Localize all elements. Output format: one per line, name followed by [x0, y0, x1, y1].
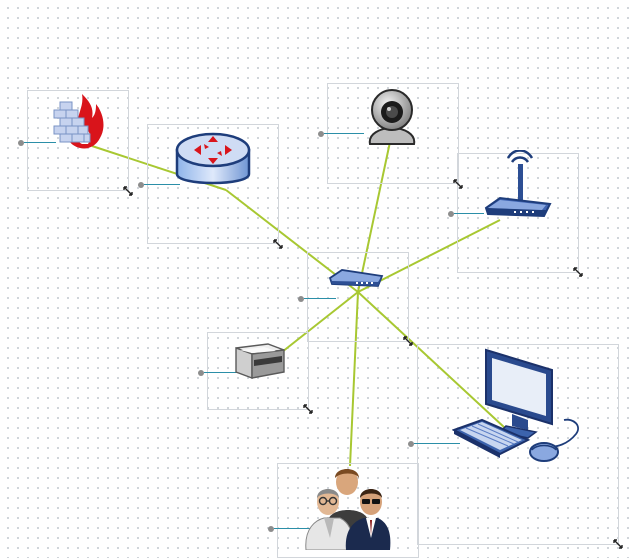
- router-stem: [144, 184, 180, 185]
- user-group-icon: [305, 469, 391, 550]
- firewall-node[interactable]: [27, 90, 129, 191]
- router-icon: [175, 132, 251, 185]
- users-stem: [274, 528, 310, 529]
- switch-resize-handle[interactable]: [402, 335, 414, 347]
- wireless-ap-anchor[interactable]: [448, 211, 454, 217]
- wireless-access-point-icon: [484, 150, 552, 218]
- desktop-computer-icon: [452, 348, 579, 462]
- webcam-icon: [368, 89, 416, 145]
- printer-resize-handle[interactable]: [302, 403, 314, 415]
- link-users-switch[interactable]: [349, 291, 359, 467]
- wireless-ap-resize-handle[interactable]: [572, 266, 584, 278]
- router-resize-handle[interactable]: [272, 238, 284, 250]
- link-webcam-switch[interactable]: [357, 141, 391, 293]
- workstation-node[interactable]: [417, 344, 619, 545]
- printer-anchor[interactable]: [198, 370, 204, 376]
- link-wireless-ap-switch[interactable]: [357, 219, 501, 293]
- printer-node[interactable]: [207, 332, 309, 410]
- webcam-anchor[interactable]: [318, 131, 324, 137]
- wireless-ap-stem: [454, 213, 484, 214]
- firewall-stem: [24, 142, 56, 143]
- workstation-anchor[interactable]: [408, 441, 414, 447]
- router-anchor[interactable]: [138, 182, 144, 188]
- link-workstation-switch[interactable]: [357, 291, 506, 429]
- webcam-stem: [324, 133, 364, 134]
- switch-anchor[interactable]: [298, 296, 304, 302]
- printer-icon: [235, 343, 285, 380]
- switch-stem: [304, 298, 336, 299]
- webcam-resize-handle[interactable]: [452, 178, 464, 190]
- firewall-resize-handle[interactable]: [122, 185, 134, 197]
- firewall-anchor[interactable]: [18, 140, 24, 146]
- printer-stem: [204, 372, 238, 373]
- link-printer-switch[interactable]: [281, 291, 359, 353]
- users-anchor[interactable]: [268, 526, 274, 532]
- firewall-icon: [53, 94, 104, 149]
- network-switch-icon: [328, 269, 384, 287]
- switch-node[interactable]: [307, 252, 409, 342]
- workstation-stem: [414, 443, 460, 444]
- workstation-resize-handle[interactable]: [612, 538, 624, 550]
